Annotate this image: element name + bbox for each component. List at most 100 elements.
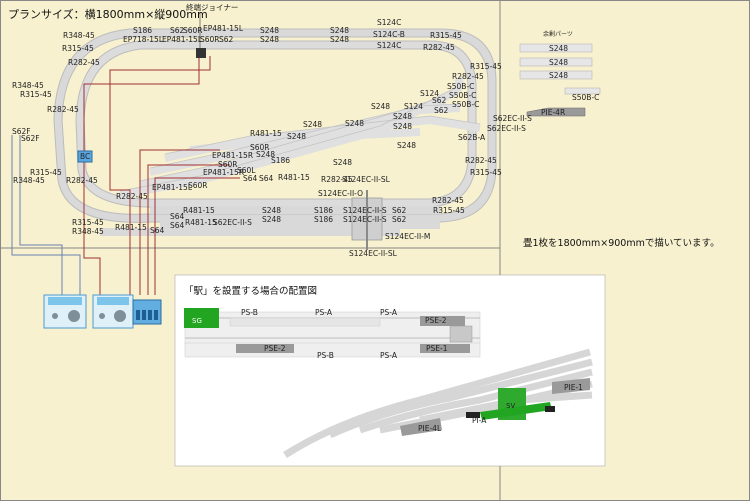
feeder-joiner-label: 終端ジョイナー xyxy=(186,2,238,12)
label-s60r: S60R xyxy=(200,35,220,44)
inset-ps-a: PS-A xyxy=(380,308,398,317)
scale-note: 畳1枚を1800mm×900mmで描いています。 xyxy=(523,237,720,249)
label-s186: S186 xyxy=(133,26,152,35)
wiring-blue xyxy=(11,135,81,295)
label-ep718-15l: EP718-15L xyxy=(123,35,164,44)
label-r348-45: R348-45 xyxy=(63,31,95,40)
label-r282-45: R282-45 xyxy=(68,58,100,67)
inset-ps-b: PS-B xyxy=(241,308,258,317)
label-s248: S248 xyxy=(287,132,306,141)
label-s124c: S124C xyxy=(377,18,401,27)
lower-yard-track xyxy=(100,206,440,236)
inset-sv: SV xyxy=(506,402,515,410)
feeder-joiner-block xyxy=(196,48,206,58)
label-s186: S186 xyxy=(271,156,290,165)
station-yard-blocks xyxy=(400,378,590,436)
plan-size-title: プランサイズ：横1800mm×縦900mm xyxy=(8,7,208,21)
label-s60r: S60R xyxy=(218,160,238,169)
label-s124ec-ii-s: S124EC-II-S xyxy=(343,206,387,215)
label-s124ec-ii-sl: S124EC-II-SL xyxy=(349,249,398,258)
label-s186: S186 xyxy=(314,215,333,224)
label-s60l: S60L xyxy=(237,166,256,175)
label-ep481-15l: EP481-15L xyxy=(203,24,244,33)
label-r481-15: R481-15 xyxy=(183,206,215,215)
label-s248: S248 xyxy=(333,158,352,167)
label-r282-45: R282-45 xyxy=(321,175,353,184)
label-s64: S64 xyxy=(170,212,185,221)
label-s64: S64 xyxy=(259,174,274,183)
outer-loop-rails xyxy=(53,28,497,223)
label-s64: S64 xyxy=(170,221,185,230)
label-r315-45: R315-45 xyxy=(470,62,502,71)
label-s248: S248 xyxy=(345,119,364,128)
label-s248: S248 xyxy=(371,102,390,111)
second-loop-track xyxy=(75,40,477,208)
label-r315-45: R315-45 xyxy=(470,168,502,177)
label-s50b-c: S50B-C xyxy=(449,91,476,100)
label-r315-45: R315-45 xyxy=(72,218,104,227)
label-r315-45: R315-45 xyxy=(433,206,465,215)
label-s248: S248 xyxy=(393,122,412,131)
label-r282-45: R282-45 xyxy=(432,196,464,205)
spare-s248-2: S248 xyxy=(549,58,568,67)
label-s62ec-ii-s: S62EC-II-S xyxy=(487,124,526,133)
label-s50b-c: S50B-C xyxy=(452,100,479,109)
label-r481-15: R481-15 xyxy=(115,223,147,232)
label-s62: S62 xyxy=(392,206,407,215)
spare-s50bc: S50B-C xyxy=(572,93,599,102)
power-controller-2 xyxy=(92,294,162,329)
label-s124c: S124C xyxy=(377,41,401,50)
label-r315-45: R315-45 xyxy=(20,90,52,99)
label-s62: S62 xyxy=(392,215,407,224)
label-s248: S248 xyxy=(256,150,275,159)
wiring-red xyxy=(83,56,240,295)
inset-sg: SG xyxy=(192,317,202,325)
label-s62f: S62F xyxy=(12,127,31,136)
inset-pse-1: PSE-1 xyxy=(426,344,448,353)
spare-s248-1: S248 xyxy=(549,44,568,53)
label-s64: S64 xyxy=(243,174,258,183)
label-r282-45: R282-45 xyxy=(452,72,484,81)
outer-loop-track xyxy=(53,28,497,223)
label-r481-15: R481-15 xyxy=(250,129,282,138)
bc-box xyxy=(77,150,93,163)
label-s248: S248 xyxy=(397,141,416,150)
label-r282-45: R282-45 xyxy=(47,105,79,114)
label-ep481-15r: EP481-15R xyxy=(212,151,253,160)
label-s248: S248 xyxy=(330,26,349,35)
label-ep481-15l: EP481-15L xyxy=(152,183,193,192)
label-s248: S248 xyxy=(393,112,412,121)
label-s60r: S60R xyxy=(183,26,203,35)
inset-pie-4l: PIE-4L xyxy=(418,424,442,433)
label-s62f: S62F xyxy=(21,134,40,143)
station-inset-title: 「駅」を設置する場合の配置図 xyxy=(184,285,317,297)
label-s64: S64 xyxy=(150,226,165,235)
inset-pse-2: PSE-2 xyxy=(425,316,447,325)
spare-s248-3: S248 xyxy=(549,71,568,80)
label-r481-15: R481-15 xyxy=(185,218,217,227)
label-s248: S248 xyxy=(260,35,279,44)
label-r315-45: R315-45 xyxy=(62,44,94,53)
track-labels: R348-45 S186 S62 S60R EP481-15L S248 S24… xyxy=(12,18,532,258)
spare-parts xyxy=(519,43,601,117)
inset-pse-2: PSE-2 xyxy=(264,344,286,353)
label-r315-45: R315-45 xyxy=(30,168,62,177)
label-r481-15: R481-15 xyxy=(278,173,310,182)
label-s62ec-ii-s: S62EC-II-S xyxy=(493,114,532,123)
label-s124ec-ii-m: S124EC-II-M xyxy=(385,232,430,241)
inset-pi-a: PI-A xyxy=(472,416,487,425)
label-s124: S124 xyxy=(404,102,423,111)
label-ep481-15l: EP481-15L xyxy=(162,35,203,44)
label-s248: S248 xyxy=(262,206,281,215)
label-s186: S186 xyxy=(314,206,333,215)
spare-parts-label: 余剰パーツ xyxy=(543,30,573,38)
label-r348-45: R348-45 xyxy=(12,81,44,90)
station-upper-track xyxy=(184,308,481,346)
inset-ps-b: PS-B xyxy=(317,351,334,360)
label-s62: S62 xyxy=(170,26,185,35)
label-s62: S62 xyxy=(219,35,234,44)
inset-pie-1: PIE-1 xyxy=(564,383,583,392)
label-s248: S248 xyxy=(303,120,322,129)
